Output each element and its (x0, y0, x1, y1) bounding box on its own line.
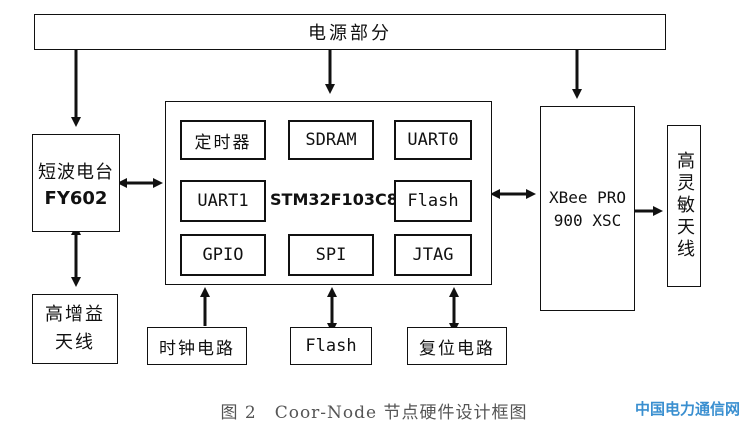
figure-caption: 图 2 Coor-Node 节点硬件设计框图 (220, 403, 528, 423)
mcu-jtag: JTAG (394, 234, 472, 276)
watermark: 中国电力通信网 (634, 400, 740, 418)
radio-model: FY602 (44, 187, 108, 209)
mcu-spi-label: SPI (315, 245, 347, 265)
mcu-sdram-label: SDRAM (305, 130, 357, 150)
mcu-uart0: UART0 (394, 120, 472, 160)
mcu-block: 定时器 SDRAM UART0 UART1 STM32F103C8 Flash … (165, 101, 492, 285)
mcu-name: STM32F103C8 (270, 190, 398, 209)
mcu-uart1-label: UART1 (197, 191, 249, 211)
mcu-timer-label: 定时器 (194, 132, 252, 153)
radio-label: 短波电台 (38, 161, 114, 183)
mcu-flash-label: Flash (407, 191, 459, 211)
mcu-name-label: STM32F103C8 (270, 190, 398, 209)
mcu-spi: SPI (288, 234, 374, 276)
mcu-flash: Flash (394, 180, 472, 222)
clock-label: 时钟电路 (159, 338, 235, 359)
reset-block: 复位电路 (407, 327, 507, 365)
mcu-uart0-label: UART0 (407, 130, 459, 150)
sens-antenna-label: 高灵敏天线 (674, 151, 695, 261)
mcu-uart1: UART1 (180, 180, 266, 222)
mcu-gpio-label: GPIO (202, 245, 244, 265)
sens-antenna-block: 高灵敏天线 (667, 125, 701, 287)
mcu-sdram: SDRAM (288, 120, 374, 160)
flash-ext-block: Flash (290, 327, 372, 365)
mcu-jtag-label: JTAG (412, 245, 454, 265)
flash-ext-label: Flash (305, 336, 357, 356)
gain-antenna-label: 高增益天线 (45, 304, 105, 353)
gain-antenna-block: 高增益天线 (32, 294, 118, 364)
power-label: 电源部分 (308, 23, 392, 44)
xbee-block: XBee PRO 900 XSC (540, 106, 635, 311)
radio-block: 短波电台 FY602 (32, 134, 120, 232)
power-block: 电源部分 (34, 14, 666, 50)
mcu-gpio: GPIO (180, 234, 266, 276)
xbee-model-line2: 900 XSC (553, 210, 622, 230)
xbee-model-line1: XBee PRO (548, 187, 627, 207)
clock-block: 时钟电路 (147, 327, 247, 365)
mcu-timer: 定时器 (180, 120, 266, 160)
reset-label: 复位电路 (419, 338, 495, 359)
